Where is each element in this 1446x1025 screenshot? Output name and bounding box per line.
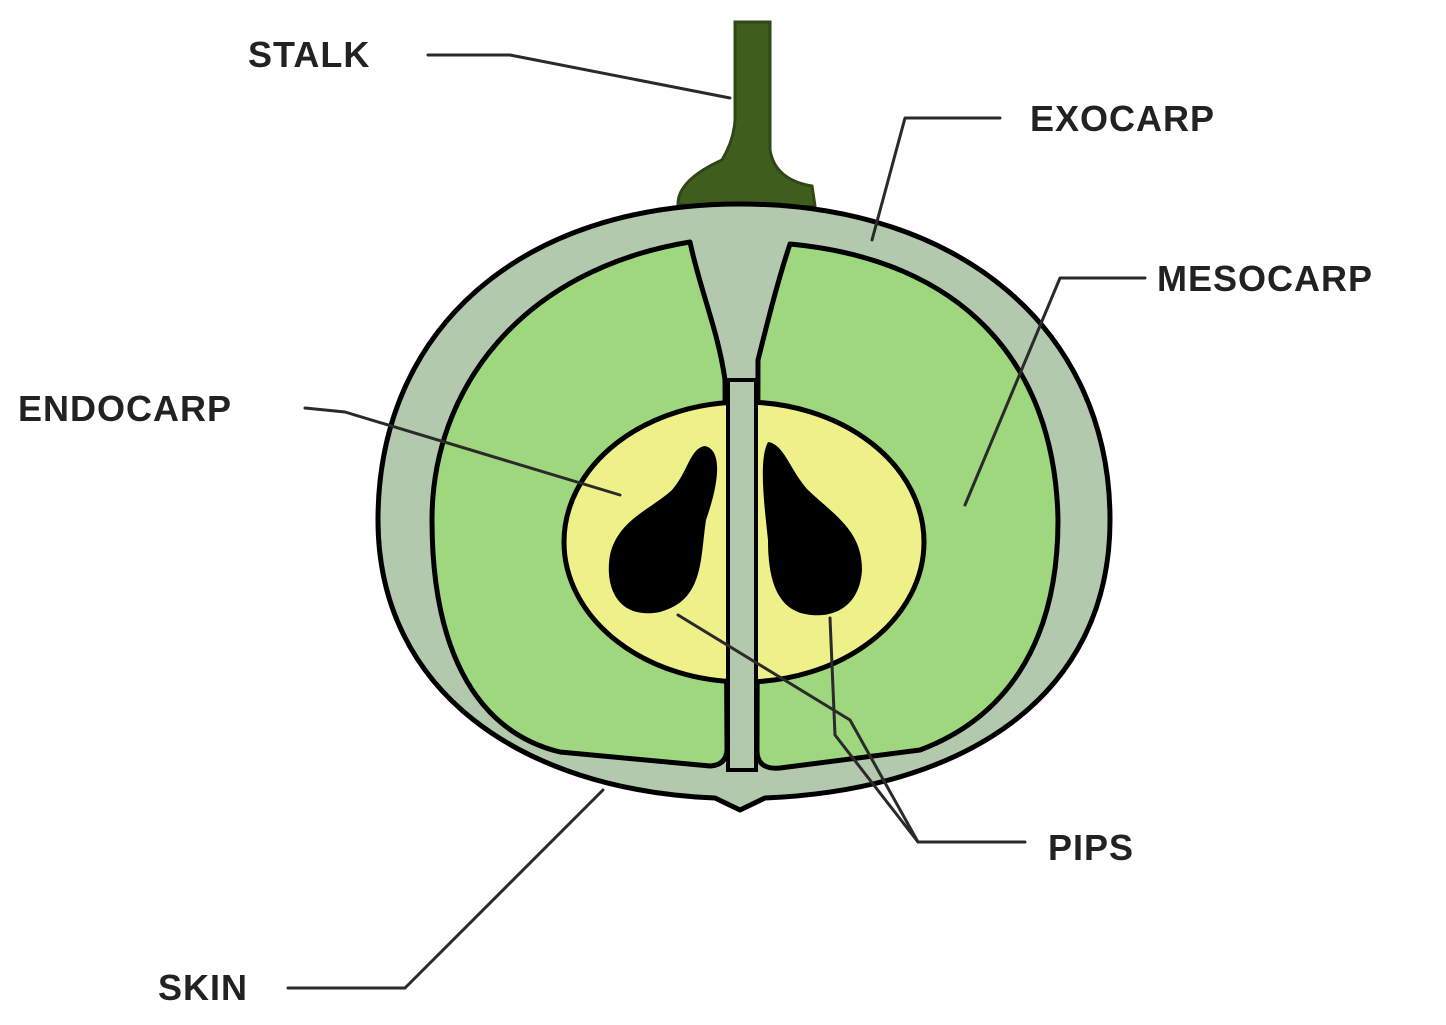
pip-left <box>608 446 718 614</box>
pip-right <box>762 442 862 616</box>
label-mesocarp: MESOCARP <box>1157 258 1373 299</box>
septum <box>726 378 758 772</box>
label-exocarp: EXOCARP <box>1030 98 1215 139</box>
label-pips: PIPS <box>1048 827 1134 868</box>
endocarp-leader-line <box>303 406 622 497</box>
stalk-leader-line <box>426 53 732 100</box>
stalk <box>676 20 817 242</box>
pips-leader-line-b <box>828 616 920 844</box>
label-endocarp: ENDOCARP <box>18 388 232 429</box>
mesocarp-leader-line <box>963 276 1147 507</box>
skin-leader-line <box>286 788 605 990</box>
exocarp-leader-line <box>870 116 1002 242</box>
pips-leader-line-a <box>676 613 1027 844</box>
label-stalk: STALK <box>248 34 370 75</box>
label-skin: SKIN <box>158 967 248 1008</box>
